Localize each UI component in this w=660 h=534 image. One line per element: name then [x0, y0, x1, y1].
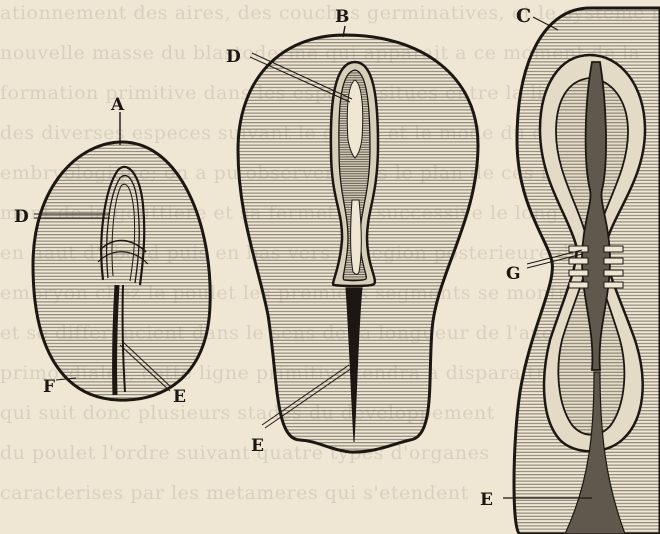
somite [604, 246, 623, 252]
label-e-figure-b: E [251, 436, 264, 456]
primitive-streak-a [115, 285, 117, 395]
somite [604, 282, 623, 288]
label-f-figure-a: F [43, 377, 55, 397]
embryo-figure-c [503, 8, 660, 534]
somite [569, 282, 588, 288]
somite [569, 258, 588, 264]
label-e-figure-c: E [480, 490, 493, 510]
label-figure-a: A [110, 95, 125, 115]
embryo-figure-b [238, 26, 478, 452]
somite [604, 270, 623, 276]
somite [604, 258, 623, 264]
label-d-figure-a: D [14, 207, 29, 227]
label-g-figure-c: G [506, 264, 521, 284]
label-figure-b: B [335, 7, 349, 27]
somite [569, 270, 588, 276]
embryo-figure-a [33, 112, 210, 400]
blastoderm-outline-a [33, 142, 210, 400]
label-figure-c: C [516, 5, 531, 27]
label-e-figure-a: E [173, 387, 186, 407]
label-d-figure-b: D [226, 47, 241, 67]
